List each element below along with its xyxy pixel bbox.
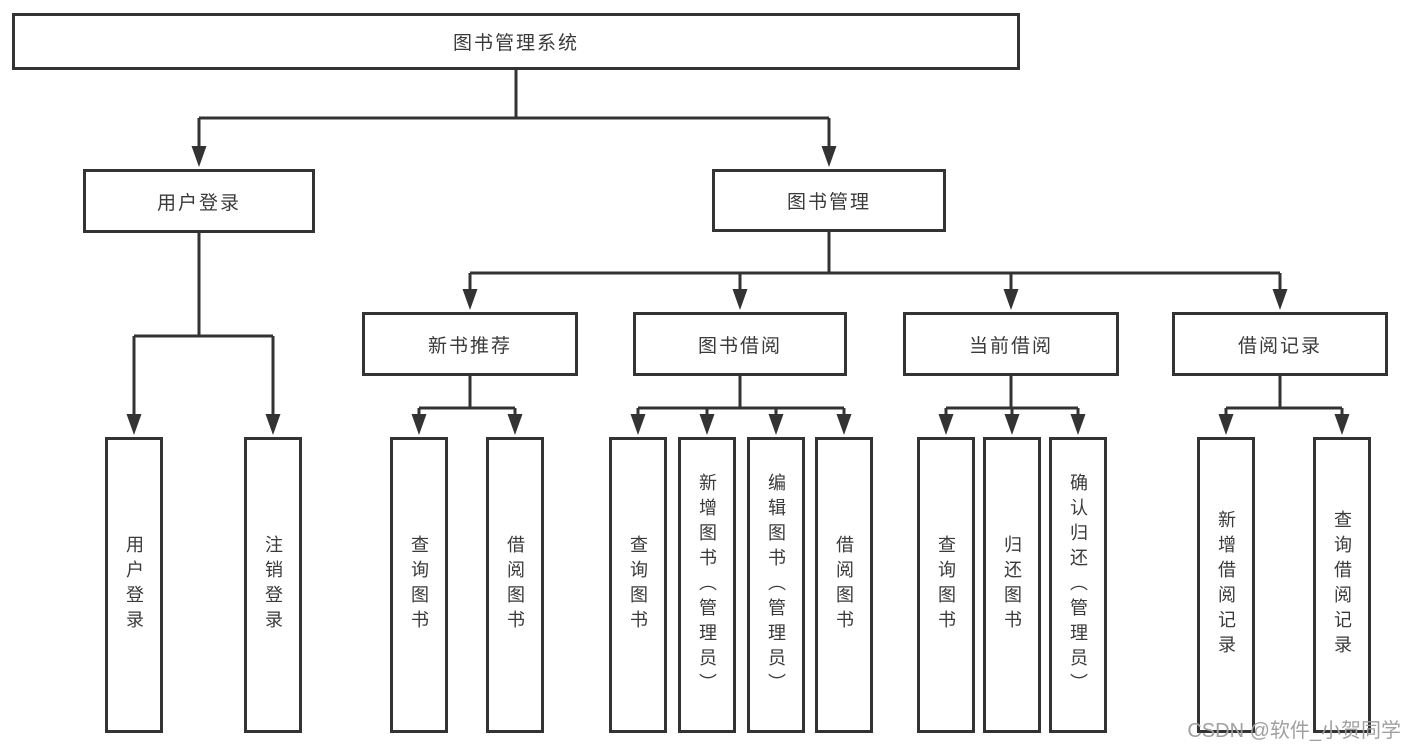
leaf-records-query: 查询借阅记录 <box>1313 437 1371 733</box>
leaf-records-add: 新增借阅记录 <box>1197 437 1255 733</box>
leaf-records-query-label: 查询借阅记录 <box>1332 510 1352 660</box>
node-current-borrow-label: 当前借阅 <box>968 335 1053 357</box>
node-current-borrow: 当前借阅 <box>903 312 1119 376</box>
arrowheads <box>126 146 1350 435</box>
leaf-records-add-label: 新增借阅记录 <box>1216 510 1236 660</box>
node-book-management-label: 图书管理 <box>786 192 871 213</box>
node-user-login-label: 用户登录 <box>156 192 241 214</box>
leaf-user-login: 用户登录 <box>105 437 163 733</box>
leaf-borrow-borrow: 借阅图书 <box>815 437 873 733</box>
leaf-newbooks-query-label: 查询图书 <box>409 535 429 635</box>
node-new-books: 新书推荐 <box>362 312 578 376</box>
leaf-borrow-edit-admin: 编辑图书（管理员） <box>747 437 805 733</box>
node-user-login: 用户登录 <box>83 169 315 233</box>
node-borrow-records-label: 借阅记录 <box>1237 335 1322 357</box>
leaf-borrow-query: 查询图书 <box>609 437 667 733</box>
leaf-current-return-label: 归还图书 <box>1002 535 1022 635</box>
node-book-borrow: 图书借阅 <box>633 312 847 376</box>
leaf-current-confirm-admin-label: 确认归还（管理员） <box>1068 472 1088 698</box>
leaf-current-confirm-admin: 确认归还（管理员） <box>1049 437 1107 733</box>
leaf-logout: 注销登录 <box>244 437 302 733</box>
node-book-borrow-label: 图书借阅 <box>697 335 782 357</box>
leaf-borrow-edit-admin-label: 编辑图书（管理员） <box>766 472 786 698</box>
leaf-current-return: 归还图书 <box>983 437 1041 733</box>
leaf-current-query-label: 查询图书 <box>936 535 956 635</box>
leaf-logout-label: 注销登录 <box>263 535 283 635</box>
node-borrow-records: 借阅记录 <box>1172 312 1388 376</box>
leaf-user-login-label: 用户登录 <box>124 535 144 635</box>
leaf-newbooks-borrow: 借阅图书 <box>486 437 544 733</box>
node-root-label: 图书管理系统 <box>452 33 579 54</box>
node-root: 图书管理系统 <box>12 13 1020 70</box>
csdn-watermark: CSDN @软件_小贺同学 <box>1187 720 1401 742</box>
node-new-books-label: 新书推荐 <box>427 335 512 357</box>
leaf-borrow-query-label: 查询图书 <box>628 535 648 635</box>
node-book-management: 图书管理 <box>712 169 946 232</box>
leaf-borrow-add-admin-label: 新增图书（管理员） <box>697 472 717 698</box>
leaf-borrow-borrow-label: 借阅图书 <box>834 535 854 635</box>
leaf-newbooks-query: 查询图书 <box>390 437 448 733</box>
leaf-newbooks-borrow-label: 借阅图书 <box>505 535 525 635</box>
leaf-current-query: 查询图书 <box>917 437 975 733</box>
leaf-borrow-add-admin: 新增图书（管理员） <box>678 437 736 733</box>
